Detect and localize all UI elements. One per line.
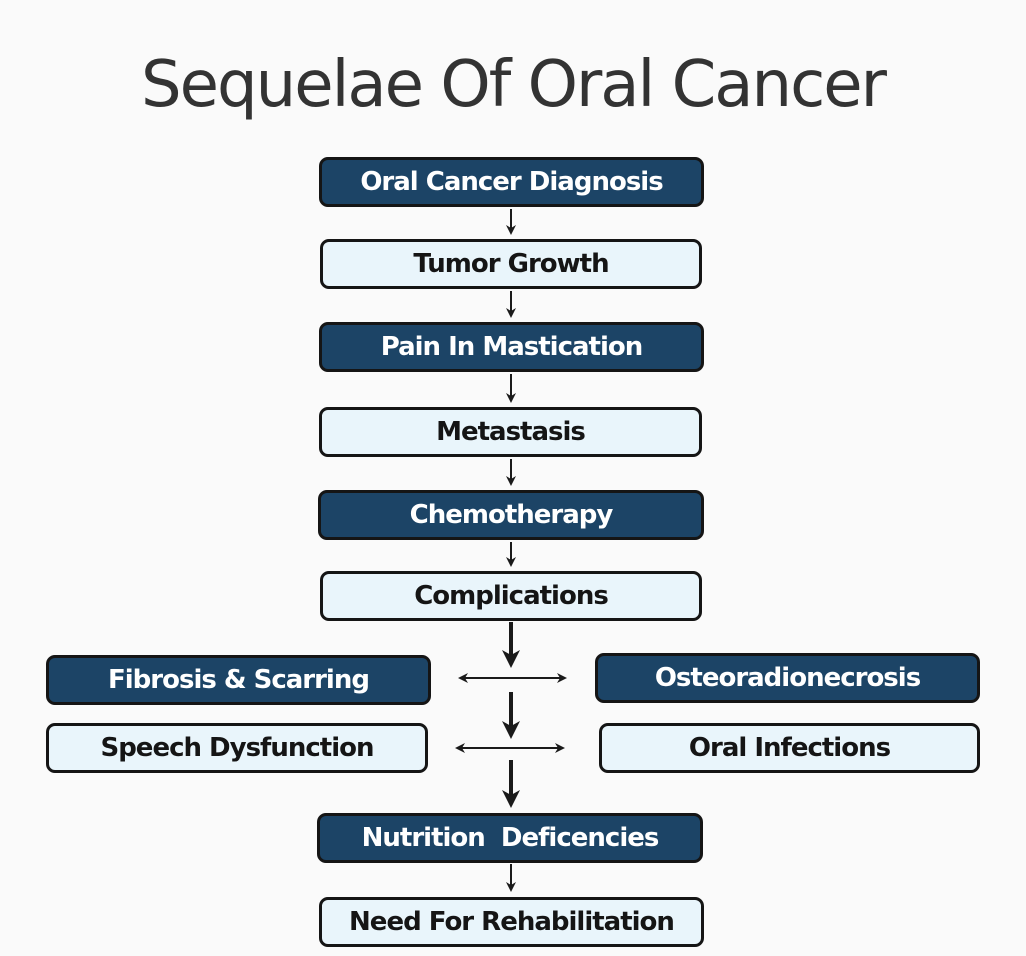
node-need-for-rehabilitation: Need For Rehabilitation xyxy=(319,897,704,947)
node-metastasis: Metastasis xyxy=(319,407,702,457)
diagram-title: Sequelae Of Oral Cancer xyxy=(141,48,887,122)
node-nutrition-deficiencies: Nutrition Deficencies xyxy=(317,813,703,863)
node-label: Fibrosis & Scarring xyxy=(108,665,370,695)
node-oral-cancer-diagnosis: Oral Cancer Diagnosis xyxy=(319,157,704,207)
node-tumor-growth: Tumor Growth xyxy=(320,239,702,289)
node-complications: Complications xyxy=(320,571,702,621)
node-label: Oral Infections xyxy=(688,733,891,763)
node-label: Osteoradionecrosis xyxy=(654,663,921,693)
node-osteoradionecrosis: Osteoradionecrosis xyxy=(595,653,980,703)
node-label: Metastasis xyxy=(436,417,586,447)
node-label: Chemotherapy xyxy=(409,500,614,530)
node-label: Oral Cancer Diagnosis xyxy=(360,167,663,197)
node-chemotherapy: Chemotherapy xyxy=(318,490,704,540)
node-fibrosis-scarring: Fibrosis & Scarring xyxy=(46,655,431,705)
node-label: Tumor Growth xyxy=(413,249,609,279)
node-oral-infections: Oral Infections xyxy=(599,723,980,773)
node-label: Pain In Mastication xyxy=(380,332,644,362)
node-label: Nutrition Deficencies xyxy=(361,823,660,853)
node-label: Speech Dysfunction xyxy=(100,733,374,763)
node-speech-dysfunction: Speech Dysfunction xyxy=(46,723,428,773)
node-pain-in-mastication: Pain In Mastication xyxy=(319,322,704,372)
node-label: Complications xyxy=(414,581,609,611)
node-label: Need For Rehabilitation xyxy=(349,907,675,937)
